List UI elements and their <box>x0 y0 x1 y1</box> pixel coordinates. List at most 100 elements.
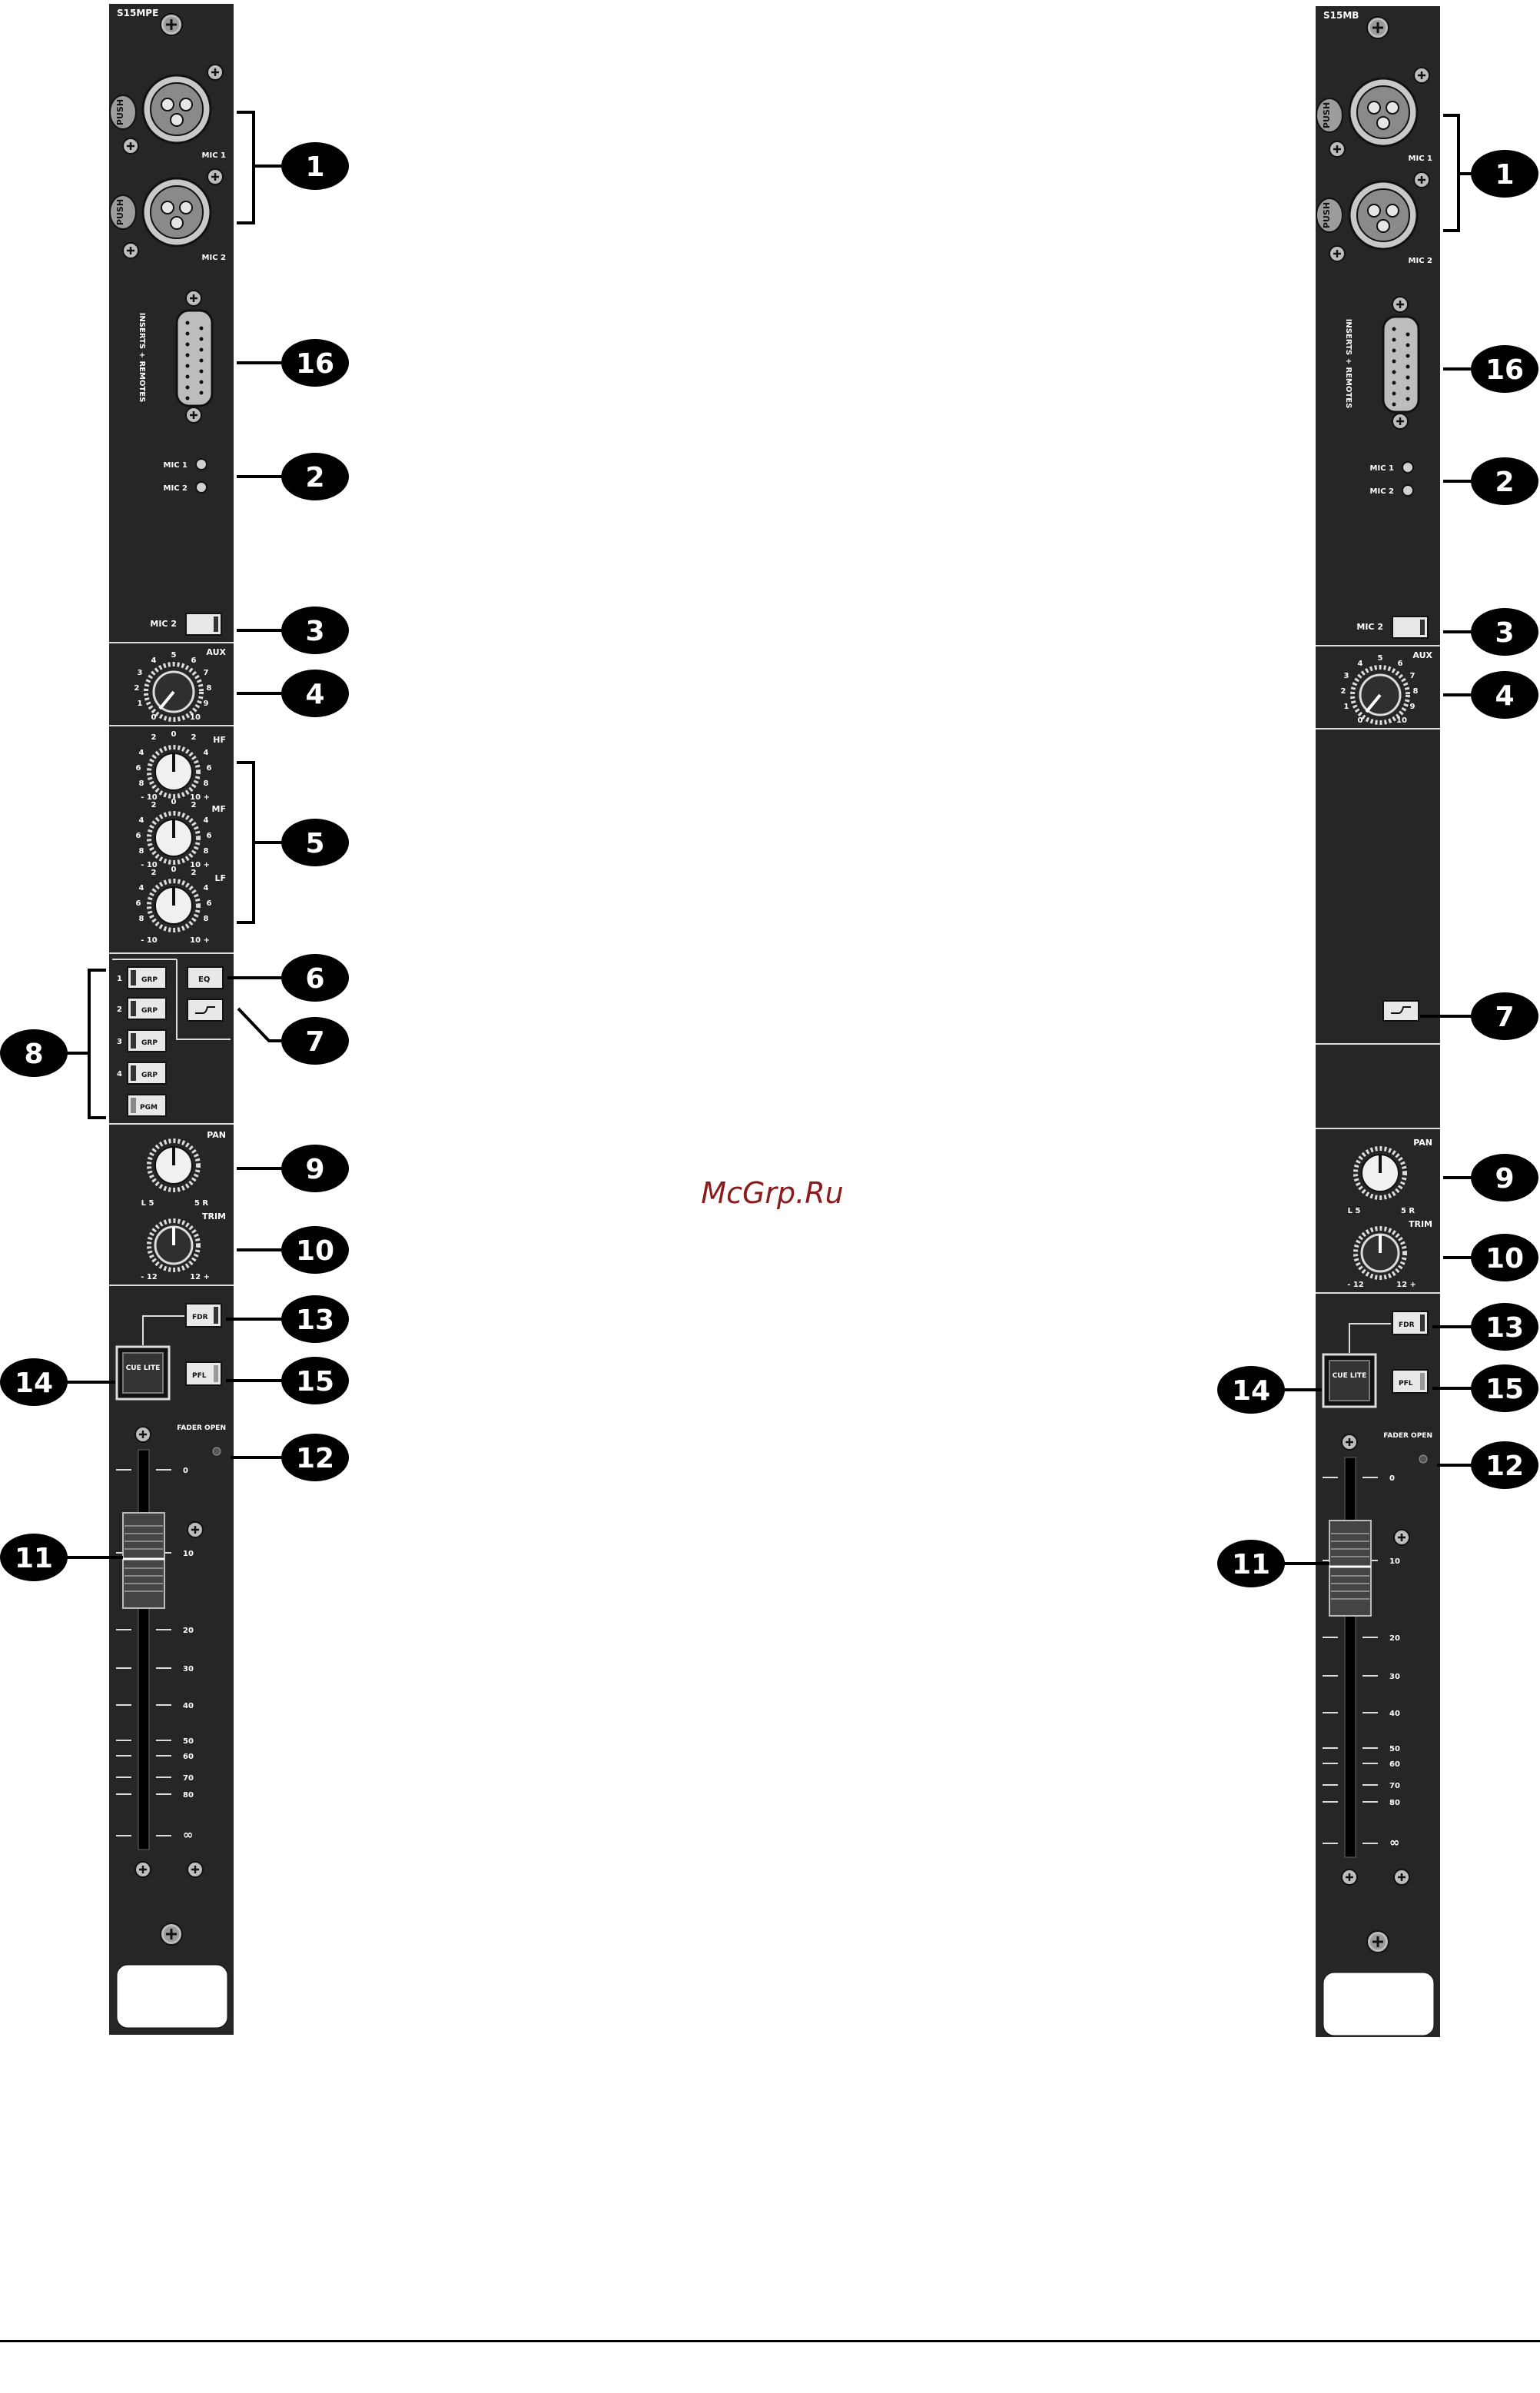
aux-scale-tick: 2 <box>1341 687 1346 696</box>
cue-lite-label: CUE LITE <box>126 1364 161 1372</box>
scribble-strip <box>1323 1972 1435 2036</box>
hf-label: HF <box>213 735 226 745</box>
callout-marker <box>281 1226 349 1274</box>
mf-scale-tick: 8 <box>204 847 209 856</box>
mic2-xlr-connector[interactable]: PUSH <box>1316 171 1431 263</box>
callout-marker <box>281 453 349 500</box>
panel-screw-icon <box>1392 1528 1411 1547</box>
fader-scale-label: 30 <box>183 1665 194 1673</box>
grp1-label: GRP <box>141 976 158 984</box>
mf-scale-max: 10 + <box>190 861 210 869</box>
inserts-remotes-connector[interactable] <box>1382 295 1420 430</box>
lf-scale-tick: 2 <box>151 869 157 877</box>
mf-label: MF <box>212 804 226 814</box>
callout-number: 2 <box>1495 467 1514 498</box>
mic1-xlr-connector[interactable]: PUSH <box>1316 66 1431 158</box>
fader-scale-label: 40 <box>183 1702 194 1710</box>
mic2-switch-label: MIC 2 <box>1356 622 1383 632</box>
mic2-trim-pot-icon[interactable] <box>195 481 207 494</box>
aux-scale-tick: 1 <box>1344 703 1349 711</box>
fader-scale-label: 20 <box>183 1627 194 1635</box>
fader-scale-label: 0 <box>183 1467 188 1475</box>
callout-number: 11 <box>15 1543 53 1574</box>
channel-strip-s15mpe: S15MPE PUSH MIC 1 PUSH MIC 2 <box>109 4 234 2035</box>
aux-scale-tick: 7 <box>1410 672 1416 680</box>
mic1-trim-pot-icon[interactable] <box>1402 461 1414 474</box>
callout-marker <box>1471 671 1538 719</box>
mic2-trim-pot-icon[interactable] <box>1402 484 1414 497</box>
lf-label: LF <box>214 873 226 883</box>
aux-scale-tick: 8 <box>1413 687 1419 696</box>
fader-track <box>138 1449 150 1850</box>
trim-min-label: - 12 <box>141 1273 158 1281</box>
hf-scale-tick: 6 <box>207 764 212 773</box>
strip-panel <box>1316 6 1440 2037</box>
fader-open-led-icon <box>1419 1454 1428 1464</box>
grp3-label: GRP <box>141 1039 158 1047</box>
hf-scale-tick: 8 <box>139 779 144 788</box>
push-latch-icon[interactable] <box>109 194 137 230</box>
mf-scale-tick: 0 <box>171 798 177 806</box>
callout-marker <box>1471 1154 1538 1201</box>
pfl-label: PFL <box>1399 1380 1413 1388</box>
panel-screw-icon <box>186 1860 204 1879</box>
channel-fader[interactable] <box>1329 1520 1372 1617</box>
strip-title: S15MB <box>1323 10 1359 21</box>
inserts-remotes-connector[interactable] <box>175 289 214 424</box>
strip-title: S15MPE <box>117 8 158 18</box>
routing-number: 1 <box>117 975 122 983</box>
aux-scale-tick: 10 <box>190 713 201 722</box>
callout-marker <box>1471 1441 1538 1489</box>
callout-number: 4 <box>305 679 324 710</box>
callout-number: 12 <box>1485 1451 1524 1482</box>
callout-number: 1 <box>305 151 324 183</box>
fader-open-led-icon <box>212 1447 221 1456</box>
mic2-xlr-connector[interactable]: PUSH <box>109 168 224 260</box>
callout-number: 14 <box>15 1368 53 1399</box>
callout-marker <box>1471 1303 1538 1351</box>
pgm-label: PGM <box>140 1104 158 1112</box>
fader-scale-label: 70 <box>1389 1782 1400 1790</box>
lf-scale-tick: 8 <box>204 915 209 923</box>
callout-marker <box>0 1534 68 1581</box>
eq-in-button[interactable] <box>187 966 224 989</box>
routing-number: 2 <box>117 1005 122 1014</box>
aux-scale-tick: 7 <box>204 669 209 677</box>
push-latch-icon[interactable] <box>109 95 137 130</box>
push-label: PUSH <box>115 199 125 225</box>
callout-marker <box>281 1145 349 1192</box>
mf-scale-tick: 2 <box>191 801 197 809</box>
callout-marker <box>281 954 349 1002</box>
hpf-button[interactable] <box>187 999 224 1022</box>
fader-scale-label: ∞ <box>183 1827 193 1842</box>
trim-label: TRIM <box>202 1211 226 1221</box>
aux-scale-tick: 8 <box>207 684 212 693</box>
mic2-label: MIC 2 <box>1409 257 1432 265</box>
trim-max-label: 12 + <box>190 1273 210 1281</box>
callout-marker <box>0 1029 68 1077</box>
panel-screw-icon <box>1340 1433 1359 1451</box>
callout-number: 16 <box>296 348 334 380</box>
mic1-trim-pot-icon[interactable] <box>195 458 207 470</box>
lf-scale-tick: 6 <box>207 899 212 908</box>
mic1-xlr-connector[interactable]: PUSH <box>109 63 224 155</box>
push-latch-icon[interactable] <box>1316 98 1343 133</box>
pan-left-label: L 5 <box>141 1199 154 1208</box>
fader-open-label: FADER OPEN <box>177 1424 226 1432</box>
aux-scale-tick: 5 <box>1378 654 1383 663</box>
hf-scale-tick: 8 <box>204 779 209 788</box>
trim-label: TRIM <box>1409 1219 1432 1229</box>
hf-scale-tick: 0 <box>171 730 177 739</box>
mic1-trim-label: MIC 1 <box>1370 464 1394 473</box>
mf-scale-tick: 2 <box>151 801 157 809</box>
panel-screw-icon <box>134 1425 152 1444</box>
channel-fader[interactable] <box>122 1512 165 1609</box>
callout-number: 12 <box>296 1443 334 1474</box>
hf-scale-tick: 4 <box>204 749 209 757</box>
pan-right-label: 5 R <box>1401 1207 1415 1215</box>
push-latch-icon[interactable] <box>1316 198 1343 233</box>
callout-marker <box>1471 1364 1538 1412</box>
callout-marker <box>281 819 349 866</box>
mic1-trim-label: MIC 1 <box>164 461 188 470</box>
